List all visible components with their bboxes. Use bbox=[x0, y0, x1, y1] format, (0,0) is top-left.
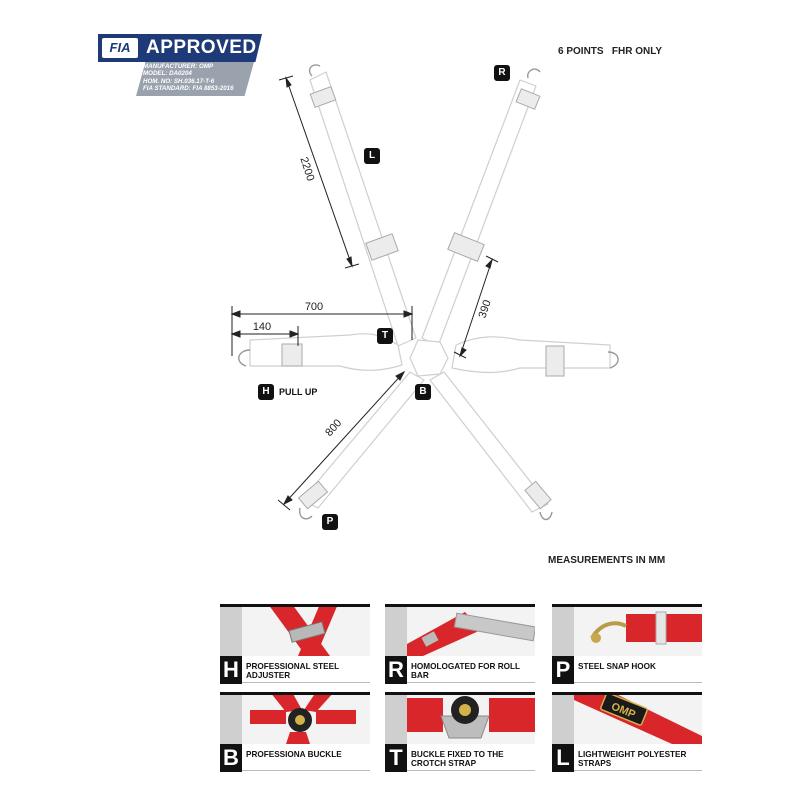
tile-text: PROFESSIONAL STEEL ADJUSTER bbox=[246, 662, 339, 680]
badge-manufacturer: MANUFACTURER: OMP bbox=[143, 63, 214, 70]
right-lap-adjuster bbox=[545, 345, 565, 377]
tile-text: HOMOLOGATED FOR ROLL BAR bbox=[411, 662, 520, 680]
tile-text: LIGHTWEIGHT POLYESTER STRAPS bbox=[578, 750, 687, 768]
crotch-buckle-image bbox=[407, 696, 535, 739]
points-note: 6 POINTS FHR ONLY bbox=[558, 46, 663, 57]
left-snap-hook bbox=[238, 349, 251, 367]
label-r: R bbox=[494, 65, 510, 81]
steel-adjuster-image bbox=[268, 604, 338, 656]
tile-letter: R bbox=[385, 656, 407, 684]
right-bottom-hook bbox=[539, 511, 553, 521]
buckle-hub bbox=[409, 339, 449, 377]
left-shoulder-strap bbox=[309, 71, 417, 347]
tile-image bbox=[552, 604, 702, 656]
label-h: H bbox=[258, 384, 274, 400]
tile-letter: L bbox=[552, 744, 574, 772]
dim-700: 700 bbox=[305, 301, 323, 313]
left-shoulder-adjuster bbox=[365, 233, 399, 261]
tile-text: PROFESSIONA BUCKLE bbox=[246, 750, 342, 759]
tile-text: STEEL SNAP HOOK bbox=[578, 662, 656, 671]
feature-tile-b: B PROFESSIONA BUCKLE bbox=[220, 692, 370, 772]
feature-tile-l: OMP L LIGHTWEIGHT POLYESTER STRAPS bbox=[552, 692, 702, 772]
tile-image: OMP bbox=[552, 692, 702, 744]
badge-model: MODEL: DA0204 bbox=[143, 70, 192, 78]
tile-letter: H bbox=[220, 656, 242, 684]
tile-text: BUCKLE FIXED TO THE CROTCH STRAP bbox=[411, 750, 504, 768]
badge-approved-text: APPROVED bbox=[146, 37, 257, 58]
label-b: B bbox=[415, 384, 431, 400]
polyester-strap-image: OMP bbox=[574, 692, 702, 744]
label-l: L bbox=[364, 148, 380, 164]
left-crotch-strap bbox=[301, 371, 425, 509]
tile-image bbox=[220, 604, 370, 656]
right-top-hook bbox=[527, 68, 541, 79]
buckle-image bbox=[250, 692, 356, 744]
feature-tile-r: R HOMOLOGATED FOR ROLL BAR bbox=[385, 604, 535, 684]
feature-tile-p: P STEEL SNAP HOOK bbox=[552, 604, 702, 684]
feature-tile-t: T BUCKLE FIXED TO THE CROTCH STRAP bbox=[385, 692, 535, 772]
tile-letter: T bbox=[385, 744, 407, 772]
tile-image bbox=[385, 692, 535, 744]
roll-bar-image bbox=[407, 612, 535, 656]
tile-image bbox=[220, 692, 370, 744]
tile-image bbox=[385, 604, 535, 656]
label-t: T bbox=[377, 328, 393, 344]
dim-140: 140 bbox=[253, 321, 271, 333]
badge-info-lines: MANUFACTURER: OMP MODEL: DA0204 HOM. NO:… bbox=[143, 63, 234, 93]
feature-tile-h: H PROFESSIONAL STEEL ADJUSTER bbox=[220, 604, 370, 684]
left-top-hook bbox=[308, 64, 321, 77]
left-bottom-hook bbox=[298, 507, 313, 520]
label-p: P bbox=[322, 514, 338, 530]
fia-approved-badge: FIA APPROVED MANUFACTURER: OMP MODEL: DA… bbox=[98, 34, 264, 98]
badge-info-panel bbox=[136, 62, 254, 96]
right-snap-hook bbox=[607, 351, 619, 369]
pull-up-label: PULL UP bbox=[279, 387, 318, 397]
badge-standard: FIA STANDARD: FIA 8853-2016 bbox=[143, 85, 234, 93]
right-shoulder-adjuster bbox=[447, 232, 485, 262]
right-strap-end bbox=[515, 88, 541, 110]
badge-hom-no: HOM. NO: SH.036.17-T-6 bbox=[143, 77, 215, 85]
right-crotch-end bbox=[524, 480, 552, 510]
left-crotch-end bbox=[297, 480, 329, 510]
left-strap-end bbox=[309, 86, 337, 108]
dim-800: 800 bbox=[323, 417, 344, 439]
measurements-note: MEASUREMENTS IN MM bbox=[548, 555, 666, 566]
tile-letter: B bbox=[220, 744, 242, 772]
fia-logo: FIA bbox=[102, 38, 138, 58]
right-lap-strap bbox=[451, 336, 611, 374]
dim-390: 390 bbox=[477, 298, 494, 319]
dim-2200: 2200 bbox=[297, 156, 316, 183]
right-crotch-strap bbox=[429, 371, 549, 513]
tile-letter: P bbox=[552, 656, 574, 684]
snap-hook-image bbox=[590, 611, 702, 645]
left-lap-adjuster bbox=[281, 343, 303, 367]
